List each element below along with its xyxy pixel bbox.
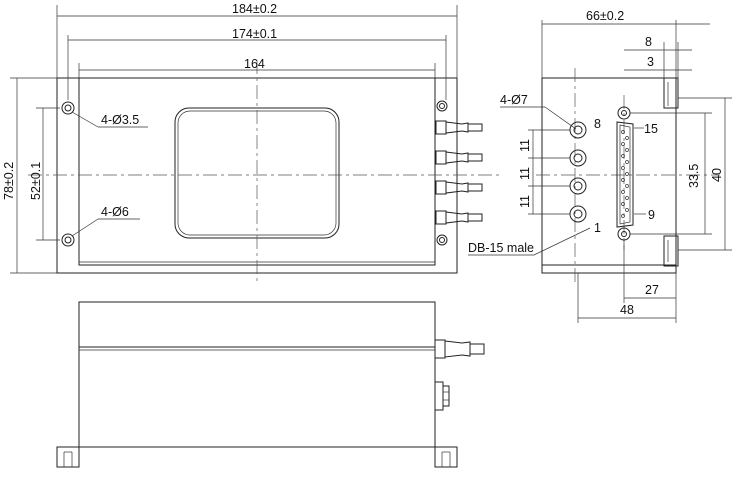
fiber-port-3 bbox=[435, 180, 483, 195]
db15-connector bbox=[616, 106, 634, 241]
dim-connector-span: 33.5 bbox=[687, 164, 701, 188]
dim-connector-height: 40 bbox=[710, 168, 724, 182]
elevation-db-connector bbox=[434, 381, 450, 411]
top-view: 184±0.2 174±0.1 164 78±0.2 52±0.1 4-Ø3.5… bbox=[2, 2, 500, 285]
dim-body-depth: 48 bbox=[620, 303, 634, 317]
mounting-hole-top-right bbox=[436, 100, 448, 112]
side-view: 8 15 1 9 4-Ø7 11 11 11 66±0.2 8 3 33. bbox=[468, 9, 732, 323]
side-port-1 bbox=[569, 121, 587, 139]
dim-port-pitch-3: 11 bbox=[518, 195, 532, 208]
elevation-view bbox=[56, 301, 485, 468]
mounting-hole-bottom-right bbox=[436, 234, 448, 246]
dim-flange-3: 3 bbox=[647, 55, 654, 69]
mounting-hole-bottom-left bbox=[61, 233, 75, 247]
elevation-body bbox=[78, 301, 436, 448]
callout-port-holes: 4-Ø7 bbox=[500, 93, 528, 107]
pin-label-8: 8 bbox=[594, 117, 601, 131]
dim-overall-height: 78±0.2 bbox=[2, 162, 16, 200]
side-outline bbox=[541, 77, 677, 274]
dim-overall-width: 184±0.2 bbox=[232, 2, 277, 16]
connector-label: DB-15 male bbox=[468, 241, 534, 255]
side-port-2 bbox=[569, 149, 587, 167]
dim-side-depth: 66±0.2 bbox=[586, 9, 624, 23]
callout-small-holes: 4-Ø3.5 bbox=[101, 113, 139, 127]
pin-label-1: 1 bbox=[594, 221, 601, 235]
pin-label-9: 9 bbox=[648, 208, 655, 222]
dim-port-pitch-2: 11 bbox=[518, 167, 532, 180]
mounting-hole-top-left bbox=[61, 101, 75, 115]
fiber-port-1 bbox=[435, 120, 483, 135]
foot-left bbox=[56, 446, 80, 468]
elevation-fiber-port bbox=[434, 339, 485, 359]
dim-connector-offset: 27 bbox=[645, 283, 659, 297]
side-port-3 bbox=[569, 177, 587, 195]
pin-label-15: 15 bbox=[644, 122, 658, 136]
fiber-port-4 bbox=[435, 210, 483, 225]
fiber-port-2 bbox=[435, 150, 483, 165]
dim-hole-pitch: 174±0.1 bbox=[232, 27, 277, 41]
foot-right bbox=[434, 446, 458, 468]
dim-body-width: 164 bbox=[244, 57, 265, 71]
dim-flange-8: 8 bbox=[645, 35, 652, 49]
side-port-4 bbox=[569, 205, 587, 223]
dim-vertical-pitch: 52±0.1 bbox=[29, 162, 43, 200]
callout-large-holes: 4-Ø6 bbox=[101, 205, 129, 219]
dim-port-pitch-1: 11 bbox=[518, 139, 532, 152]
